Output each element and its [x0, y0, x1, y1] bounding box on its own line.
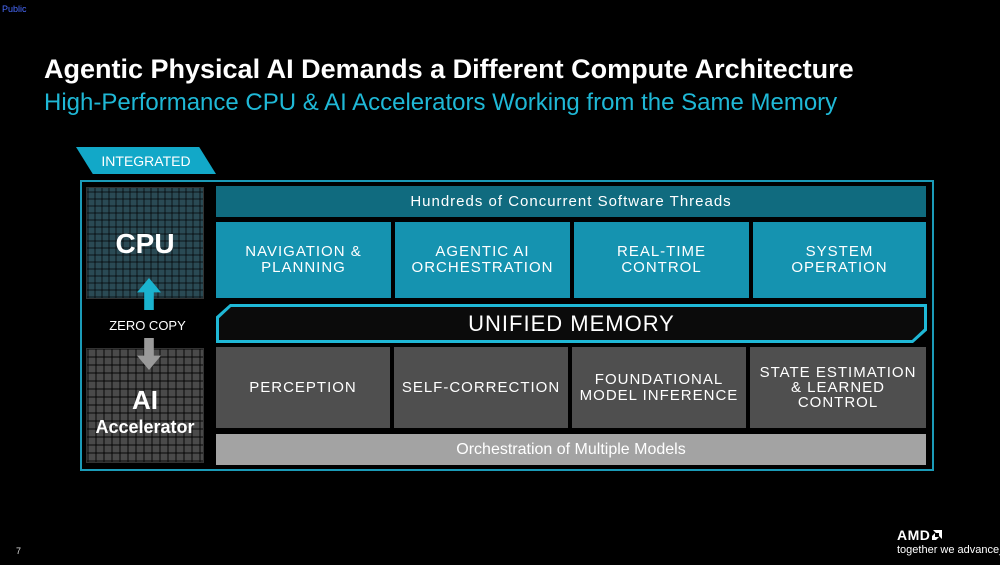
cpu-task-box: AGENTIC AI ORCHESTRATION: [395, 222, 570, 298]
unified-memory-bar: UNIFIED MEMORY: [219, 307, 924, 340]
integrated-frame: [80, 180, 934, 471]
cpu-task-box: NAVIGATION & PLANNING: [216, 222, 391, 298]
amd-arrow-icon: [932, 530, 943, 540]
zero-copy-label: ZERO COPY: [109, 318, 186, 333]
integrated-tag: INTEGRATED: [76, 147, 216, 174]
models-footer-bar: Orchestration of Multiple Models: [216, 434, 926, 465]
cpu-task-box: REAL-TIME CONTROL: [574, 222, 749, 298]
ai-task-box: STATE ESTIMATION & LEARNED CONTROL: [750, 347, 926, 428]
amd-logo-text: AMD: [897, 527, 931, 543]
classification-label: Public: [2, 4, 27, 14]
brand-tagline: together we advance_: [897, 544, 1000, 556]
cpu-chip: CPU: [86, 187, 204, 299]
ai-label: AI: [132, 385, 158, 415]
threads-header-bar: Hundreds of Concurrent Software Threads: [216, 186, 926, 217]
amd-logo: AMD: [897, 527, 943, 543]
cpu-label: CPU: [115, 228, 175, 259]
ai-task-box: PERCEPTION: [216, 347, 390, 428]
page-number: 7: [16, 546, 22, 556]
cpu-task-box: SYSTEM OPERATION: [753, 222, 926, 298]
ai-task-box: FOUNDATIONAL MODEL INFERENCE: [572, 347, 746, 428]
ai-task-box: SELF-CORRECTION: [394, 347, 568, 428]
ai-accelerator-chip: AI Accelerator: [86, 348, 204, 463]
slide-title: Agentic Physical AI Demands a Different …: [44, 54, 854, 84]
slide-subtitle: High-Performance CPU & AI Accelerators W…: [44, 89, 838, 116]
accelerator-label: Accelerator: [95, 417, 195, 437]
